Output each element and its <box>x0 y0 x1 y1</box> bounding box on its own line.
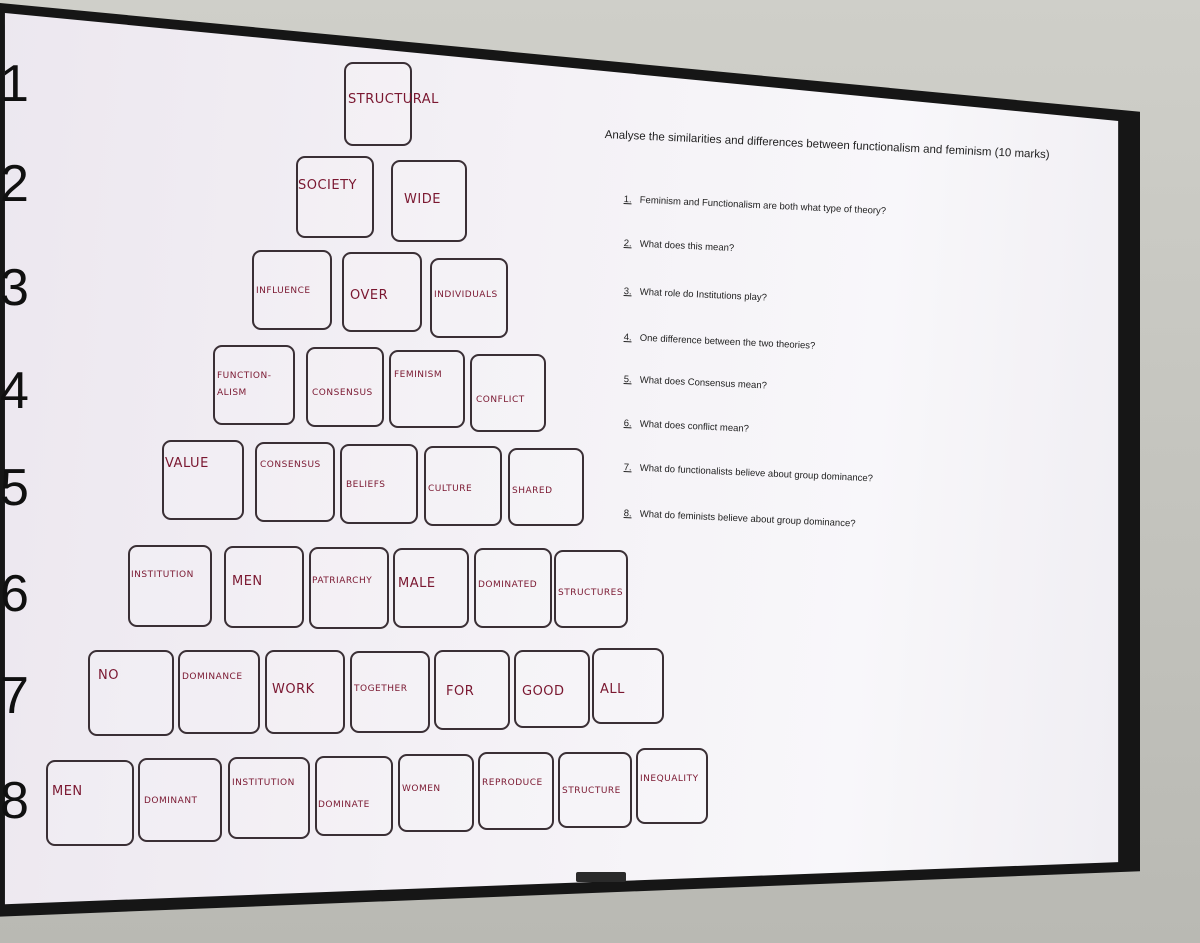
pyramid-tile <box>88 650 174 736</box>
tv-brand-logo <box>576 872 626 882</box>
pyramid-tile <box>213 345 295 425</box>
pyramid-word: INSTITUTION <box>232 778 295 788</box>
question-number: 3. <box>623 286 632 298</box>
row-number-5: 5 <box>0 459 29 517</box>
pyramid-word: WORK <box>272 682 315 697</box>
pyramid-word: INDIVIDUALS <box>434 290 498 300</box>
pyramid-word: SHARED <box>512 486 553 496</box>
pyramid-word: BELIEFS <box>346 480 386 490</box>
question-number: 8. <box>623 508 632 520</box>
pyramid-word: FUNCTION-ALISM <box>217 371 272 398</box>
pyramid-word: INEQUALITY <box>640 774 699 784</box>
pyramid-word: SOCIETY <box>298 178 357 193</box>
pyramid-word: GOOD <box>522 684 565 699</box>
pyramid-word: CONSENSUS <box>260 460 321 470</box>
pyramid-tile <box>554 550 628 628</box>
question-number: 7. <box>623 462 632 474</box>
question-number: 4. <box>623 332 632 344</box>
question-number: 1. <box>623 194 632 206</box>
pyramid-word: DOMINATE <box>318 800 370 810</box>
pyramid-tile <box>224 546 304 628</box>
pyramid-tile <box>138 758 222 842</box>
pyramid-tile <box>424 446 502 526</box>
pyramid-tile <box>350 651 430 733</box>
pyramid-tile <box>344 62 412 146</box>
row-number-3: 3 <box>0 259 29 317</box>
question-number: 5. <box>623 374 632 386</box>
pyramid-tile <box>252 250 332 330</box>
pyramid-tile <box>340 444 418 524</box>
pyramid-tile <box>309 547 389 629</box>
pyramid-tile <box>508 448 584 526</box>
pyramid-tile <box>514 650 590 728</box>
pyramid-word: MALE <box>398 576 436 591</box>
pyramid-tile <box>398 754 474 832</box>
pyramid-tile <box>474 548 552 628</box>
question-number: 2. <box>623 238 632 250</box>
pyramid-word: NO <box>98 668 119 683</box>
pyramid-tile <box>162 440 244 520</box>
pyramid-word: DOMINANT <box>144 796 198 806</box>
pyramid-tile <box>558 752 632 828</box>
row-number-7: 7 <box>0 667 29 725</box>
pyramid-word: REPRODUCE <box>482 778 543 788</box>
row-number-6: 6 <box>0 565 29 623</box>
pyramid-word: OVER <box>350 288 389 303</box>
pyramid-tile <box>478 752 554 830</box>
pyramid-word: ALL <box>600 682 625 697</box>
pyramid-tile <box>470 354 546 432</box>
pyramid-tile <box>128 545 212 627</box>
pyramid-word: MEN <box>52 784 83 799</box>
pyramid-word: WIDE <box>404 192 441 207</box>
pyramid-tile <box>430 258 508 338</box>
row-number-1: 1 <box>0 55 29 113</box>
pyramid-word: STRUCTURE <box>562 786 621 796</box>
pyramid-word: VALUE <box>165 456 209 471</box>
row-number-4: 4 <box>0 362 29 420</box>
pyramid-tile <box>592 648 664 724</box>
pyramid-word: FEMINISM <box>394 370 443 380</box>
pyramid-tile <box>296 156 374 238</box>
pyramid-word: STRUCTURES <box>558 588 624 598</box>
pyramid-word: CONFLICT <box>476 395 525 405</box>
pyramid-tile <box>342 252 422 332</box>
pyramid-tile <box>393 548 469 628</box>
pyramid-tile <box>434 650 510 730</box>
row-number-8: 8 <box>0 772 29 830</box>
pyramid-tile <box>315 756 393 836</box>
pyramid-tile <box>391 160 467 242</box>
row-number-2: 2 <box>0 155 29 213</box>
pyramid-word: TOGETHER <box>354 684 408 694</box>
pyramid-tile <box>389 350 465 428</box>
pyramid-word: WOMEN <box>402 784 441 794</box>
question-number: 6. <box>623 418 632 430</box>
pyramid-tile <box>306 347 384 427</box>
pyramid-tile <box>178 650 260 734</box>
pyramid-word: INSTITUTION <box>131 570 194 580</box>
pyramid-tile <box>636 748 708 824</box>
pyramid-tile <box>265 650 345 734</box>
pyramid-word: DOMINANCE <box>182 672 243 682</box>
pyramid-tile <box>255 442 335 522</box>
pyramid-word: CULTURE <box>428 484 473 494</box>
pyramid-tile <box>46 760 134 846</box>
pyramid-word: INFLUENCE <box>256 286 311 296</box>
pyramid-word: MEN <box>232 574 263 589</box>
pyramid-word: DOMINATED <box>478 580 538 590</box>
pyramid-word: PATRIARCHY <box>312 576 373 586</box>
pyramid-word: STRUCTURAL <box>348 92 439 107</box>
pyramid-word: FOR <box>446 684 475 699</box>
pyramid-word: CONSENSUS <box>312 388 373 398</box>
pyramid-tile <box>228 757 310 839</box>
